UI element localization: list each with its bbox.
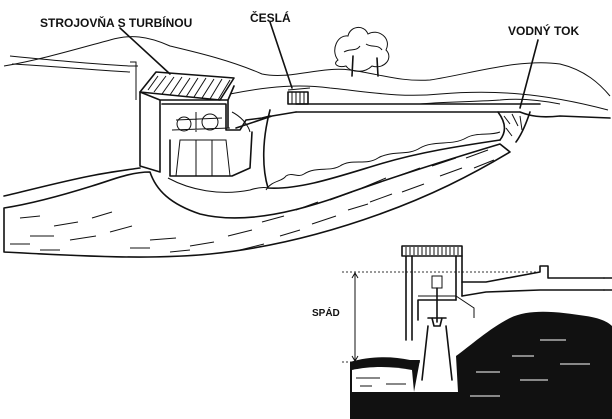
trash-rack <box>287 87 311 105</box>
river-upper <box>497 111 531 143</box>
powerhouse-roof <box>139 71 235 101</box>
leader-machine-room <box>119 27 171 75</box>
landscape-scene <box>3 27 611 258</box>
cross-section-inset: SPÁD <box>312 245 612 419</box>
inset-turbine <box>427 317 447 327</box>
trees <box>334 27 390 77</box>
river-hatching <box>10 149 495 253</box>
label-machine-room: STROJOVŇA S TURBÍNOU <box>40 15 192 30</box>
inset-draft-tube <box>421 325 453 381</box>
inset-headrace <box>461 265 605 297</box>
mid-bank <box>262 109 501 189</box>
inset-water-hatch <box>470 339 590 397</box>
left-bank <box>3 167 141 197</box>
power-line <box>9 55 138 100</box>
machinery <box>161 103 271 131</box>
powerhouse <box>139 71 297 177</box>
head-dimension <box>351 272 359 362</box>
distant-hills <box>3 36 611 97</box>
powerhouse-walls <box>139 85 235 173</box>
inset-roof-hatching <box>405 247 459 255</box>
inset-generator <box>431 275 443 289</box>
inset-roof <box>401 245 463 257</box>
river-main <box>3 143 511 258</box>
label-trash-rack: ČESLÁ <box>250 10 291 25</box>
inset-walls <box>405 255 463 341</box>
label-head: SPÁD <box>312 306 340 319</box>
turbine-machinery <box>171 111 251 177</box>
penstock <box>235 111 297 129</box>
leader-water-course <box>519 39 539 109</box>
inset-ground-mass <box>350 311 612 419</box>
label-water-course: VODNÝ TOK <box>508 23 579 38</box>
inset-tailwater <box>352 367 414 392</box>
leader-trash-rack <box>269 21 293 89</box>
river-vegetation <box>265 131 501 191</box>
hill-contour <box>229 85 609 111</box>
headrace-channel <box>295 103 611 119</box>
roof-hatching <box>147 75 231 101</box>
